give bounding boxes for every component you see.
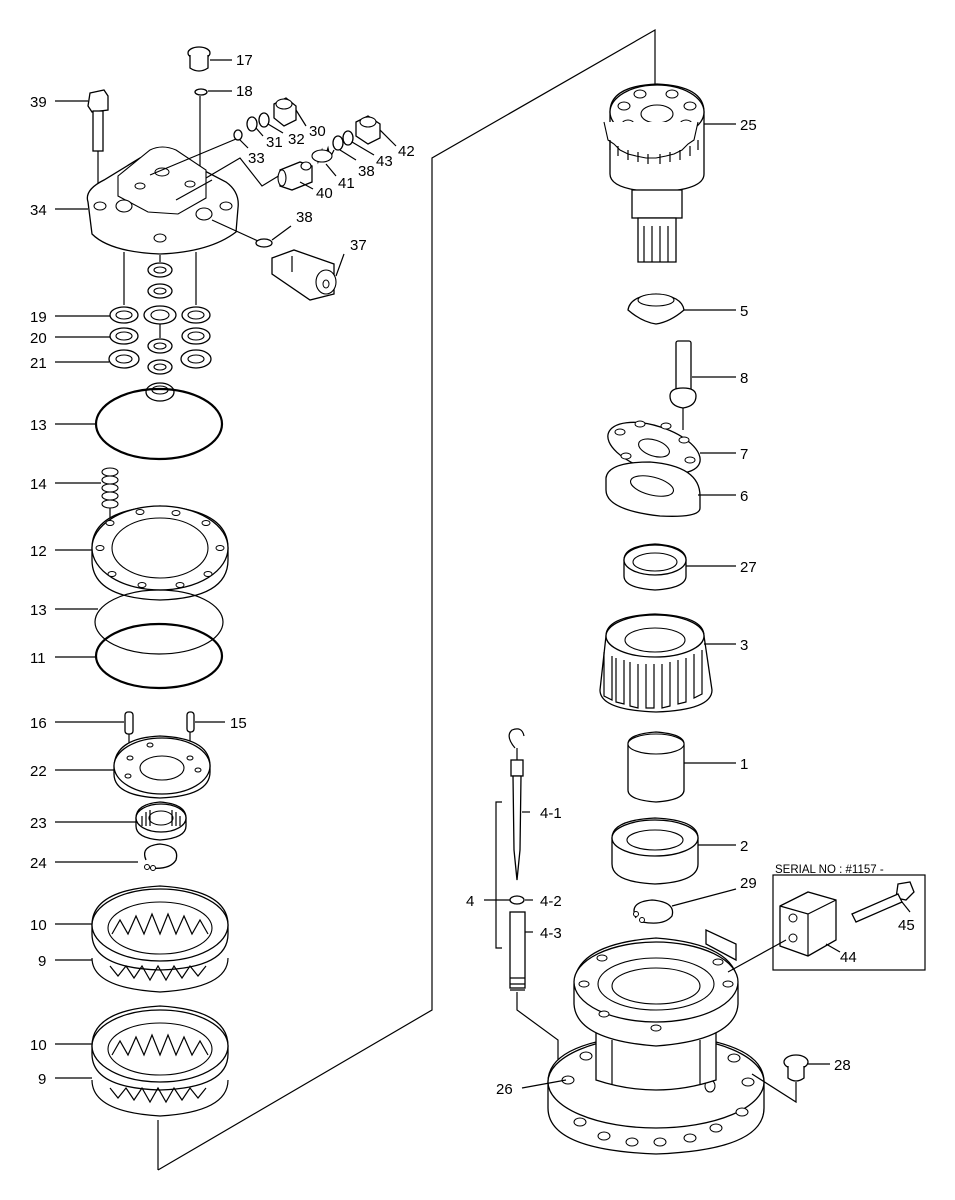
callout-15: 15 (230, 715, 247, 732)
plug-42 (355, 115, 397, 147)
callout-33: 33 (248, 150, 265, 167)
bolt-39 (55, 89, 109, 188)
callout-3: 3 (740, 637, 748, 654)
callout-39: 39 (30, 94, 47, 111)
needle-bearing-23 (55, 801, 187, 841)
serial-note-text: SERIAL NO : #1157 - (775, 864, 884, 876)
separator-plate-9-lower (55, 1077, 229, 1117)
o-ring-13-upper (55, 382, 224, 461)
spring-41 (311, 145, 337, 177)
callout-1: 1 (740, 756, 748, 773)
spool-37 (271, 249, 345, 301)
snap-ring-24 (55, 843, 178, 871)
callout-2: 2 (740, 838, 748, 855)
friction-plate-10-upper (55, 885, 229, 971)
plug-17 (187, 46, 232, 72)
callout-4-3: 4-3 (540, 925, 562, 942)
plate-12 (55, 505, 229, 601)
callout-40: 40 (316, 185, 333, 202)
callout-4-1: 4-1 (540, 805, 562, 822)
callout-12: 12 (30, 543, 47, 560)
callout-34: 34 (30, 202, 47, 219)
level-gauge-4 (484, 728, 559, 1066)
callout-4-2: 4-2 (540, 893, 562, 910)
callout-16: 16 (30, 715, 47, 732)
callout-5: 5 (740, 303, 748, 320)
o-ring-13-lower (55, 589, 224, 655)
callout-20: 20 (30, 330, 47, 347)
callout-19: 19 (30, 309, 47, 326)
plug-30 (273, 97, 307, 127)
cylinder-block-shaft-25 (603, 83, 736, 263)
spring-14 (55, 467, 119, 518)
callout-9-lower: 9 (38, 1071, 46, 1088)
callout-26: 26 (496, 1081, 513, 1098)
callout-41: 41 (338, 175, 355, 192)
pin-16 (55, 711, 134, 750)
callout-21: 21 (30, 355, 47, 372)
callout-28: 28 (834, 1057, 851, 1074)
ring-31 (246, 116, 264, 137)
callout-6: 6 (740, 488, 748, 505)
callout-24: 24 (30, 855, 47, 872)
callout-numbers: 17 18 39 30 31 32 33 42 43 38 41 40 34 3… (30, 52, 915, 1098)
callout-7: 7 (740, 446, 748, 463)
callout-9-upper: 9 (38, 953, 46, 970)
bearing-ring-2 (611, 817, 736, 885)
callout-10-upper: 10 (30, 917, 47, 934)
sleeve-1 (627, 731, 736, 803)
callout-37: 37 (350, 237, 367, 254)
ring-38-upper (332, 135, 357, 161)
swash-plate-6 (605, 461, 736, 517)
callout-10-lower: 10 (30, 1037, 47, 1054)
o-ring-33 (233, 129, 249, 149)
callout-27: 27 (740, 559, 757, 576)
callout-30: 30 (309, 123, 326, 140)
callout-14: 14 (30, 476, 47, 493)
ring-32 (258, 112, 284, 134)
callout-8: 8 (740, 370, 748, 387)
housing-26 (521, 928, 765, 1155)
bolt-45 (851, 881, 915, 923)
valve-body-34 (55, 138, 286, 255)
callout-38-upper: 38 (358, 163, 375, 180)
valve-plate-22 (55, 735, 211, 799)
o-ring-38-lower (255, 225, 292, 248)
callout-42: 42 (398, 143, 415, 160)
bearing-race-27 (623, 543, 736, 591)
ring-43 (342, 130, 375, 156)
o-ring-18 (194, 88, 232, 178)
callout-13-lower: 13 (30, 602, 47, 619)
separator-plate-9-upper (55, 957, 229, 993)
callout-32: 32 (288, 131, 305, 148)
spool-40 (277, 161, 314, 191)
ring-11 (55, 622, 224, 690)
callout-38-lower: 38 (296, 209, 313, 226)
callout-25: 25 (740, 117, 757, 134)
callout-45: 45 (898, 917, 915, 934)
serial-note-box: SERIAL NO : #1157 - (727, 864, 926, 973)
callout-18: 18 (236, 83, 253, 100)
callout-29: 29 (740, 875, 757, 892)
callout-22: 22 (30, 763, 47, 780)
callout-31: 31 (266, 134, 283, 151)
plug-28 (751, 1054, 830, 1104)
callout-11: 11 (30, 650, 46, 667)
block-44 (727, 891, 841, 973)
shoe-plate-5 (627, 293, 736, 325)
assembly-divider-line (157, 28, 656, 1171)
snap-ring-29 (633, 888, 737, 924)
callout-17: 17 (236, 52, 253, 69)
callout-43: 43 (376, 153, 393, 170)
seal-stack (55, 252, 212, 375)
friction-plate-10-lower (55, 1005, 229, 1091)
callout-4: 4 (466, 893, 474, 910)
piston-8 (669, 340, 736, 430)
callout-44: 44 (840, 949, 857, 966)
callout-13-upper: 13 (30, 417, 47, 434)
taper-roller-bearing-3 (599, 613, 736, 713)
callout-23: 23 (30, 815, 47, 832)
